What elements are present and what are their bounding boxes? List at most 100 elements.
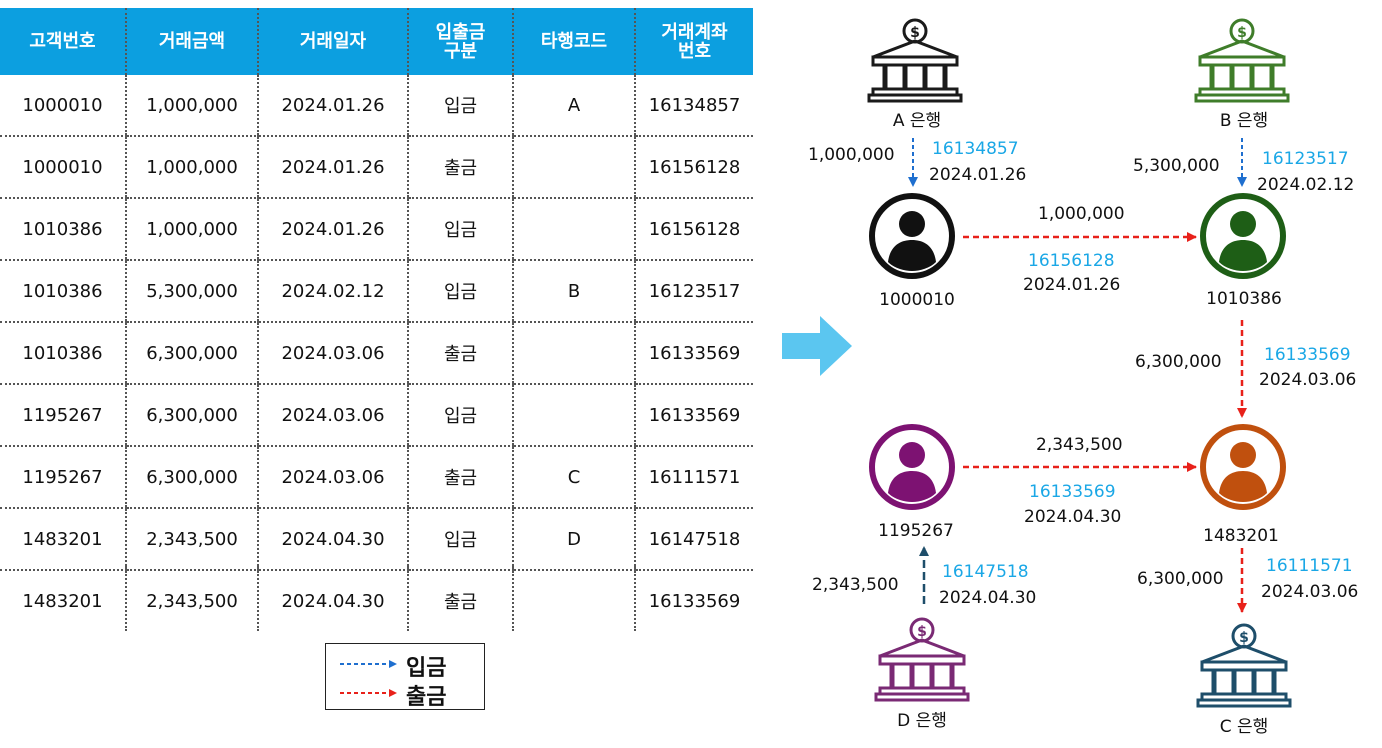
table-divider [407, 566, 409, 620]
customer-1010386-label: 1010386 [1206, 289, 1282, 309]
cell-bank-code [512, 570, 635, 631]
cell-type: 입금 [407, 75, 513, 137]
cell-type: 입금 [407, 508, 513, 571]
edge-account: 16134857 [932, 139, 1019, 159]
edge-date: 2024.01.26 [1023, 275, 1120, 295]
cell-account: 16133569 [634, 322, 753, 385]
cell-customer-number: 1000010 [0, 75, 126, 137]
cell-account: 16147518 [634, 508, 753, 571]
customer-1483201-label: 1483201 [1203, 526, 1279, 546]
table-divider [634, 566, 636, 620]
cell-customer-number: 1010386 [0, 198, 126, 261]
edge-date: 2024.03.06 [1261, 582, 1358, 602]
bank-a-icon [869, 20, 961, 101]
cell-amount: 5,300,000 [125, 260, 258, 323]
cell-amount: 1,000,000 [125, 136, 258, 199]
edge-account: 16156128 [1028, 251, 1115, 271]
customer-1195267-icon [872, 427, 952, 507]
header-date: 거래일자 [257, 8, 408, 75]
cell-bank-code: D [512, 508, 635, 571]
edge-date: 2024.03.06 [1259, 370, 1356, 390]
cell-bank-code [512, 198, 635, 261]
edge-account: 16111571 [1266, 556, 1353, 576]
edge-date: 2024.04.30 [1024, 507, 1121, 527]
edge-amount: 1,000,000 [808, 145, 895, 165]
edge-amount: 6,300,000 [1137, 569, 1224, 589]
cell-amount: 6,300,000 [125, 384, 258, 447]
cell-type: 입금 [407, 384, 513, 447]
legend-withdraw-label: 출금 [406, 685, 447, 710]
cell-date: 2024.04.30 [257, 508, 408, 571]
edge-date: 2024.04.30 [939, 588, 1036, 608]
header-bank-code: 타행코드 [512, 8, 635, 75]
cell-amount: 1,000,000 [125, 198, 258, 261]
cell-type: 출금 [407, 136, 513, 199]
cell-customer-number: 1010386 [0, 260, 126, 323]
cell-amount: 6,300,000 [125, 446, 258, 509]
customer-1000010-label: 1000010 [879, 290, 955, 310]
cell-customer-number: 1483201 [0, 508, 126, 571]
customer-1195267-label: 1195267 [878, 521, 954, 541]
cell-date: 2024.01.26 [257, 136, 408, 199]
bank-d-label: D 은행 [897, 711, 947, 731]
cell-bank-code [512, 322, 635, 385]
cell-customer-number: 1000010 [0, 136, 126, 199]
edge-date: 2024.02.12 [1257, 175, 1354, 195]
cell-account: 16156128 [634, 136, 753, 199]
cell-date: 2024.03.06 [257, 322, 408, 385]
cell-type: 출금 [407, 570, 513, 631]
table-divider [125, 566, 127, 620]
bank-c-label: C 은행 [1220, 717, 1269, 737]
cell-customer-number: 1483201 [22, 590, 103, 612]
header-customer-number: 고객번호 [0, 8, 126, 75]
cell-bank-code [512, 136, 635, 199]
edge-amount: 2,343,500 [1036, 435, 1123, 455]
cell-type: 출금 [407, 322, 513, 385]
cell-bank-code: A [512, 75, 635, 137]
cell-account: 16133569 [634, 384, 753, 447]
edge-account: 16123517 [1262, 149, 1349, 169]
legend: 입금 출금 [325, 643, 485, 710]
customer-1483201-icon [1203, 427, 1283, 507]
cell-date: 2024.03.06 [257, 384, 408, 447]
cell-date: 2024.04.30 [257, 570, 408, 631]
edge-account: 16133569 [1029, 482, 1116, 502]
cell-account: 16133569 [634, 570, 753, 631]
cell-amount: 2,343,500 [125, 570, 258, 631]
edge-amount: 5,300,000 [1133, 156, 1220, 176]
cell-customer-number: 1195267 [0, 446, 126, 509]
cell-date: 2024.02.12 [257, 260, 408, 323]
edge-account: 16147518 [942, 562, 1029, 582]
edge-amount: 6,300,000 [1135, 352, 1222, 372]
bank-b-label: B 은행 [1220, 111, 1268, 131]
cell-bank-code: B [512, 260, 635, 323]
cell-type: 입금 [407, 260, 513, 323]
cell-account: 16111571 [634, 446, 753, 509]
cell-amount: 2,343,500 [125, 508, 258, 571]
cell-bank-code [512, 384, 635, 447]
cell-date: 2024.03.06 [257, 446, 408, 509]
transition-arrow [782, 316, 852, 376]
table-divider [512, 566, 514, 620]
customer-1000010-icon [872, 196, 952, 276]
cell-type: 출금 [407, 446, 513, 509]
bank-b-icon [1196, 20, 1288, 101]
cell-account: 16134857 [634, 75, 753, 137]
bank-d-icon [876, 619, 968, 700]
cell-type: 입금 [407, 198, 513, 261]
bank-c-icon [1198, 625, 1290, 706]
edge-amount: 2,343,500 [812, 575, 899, 595]
cell-date: 2024.01.26 [257, 75, 408, 137]
customer-1010386-icon [1203, 196, 1283, 276]
